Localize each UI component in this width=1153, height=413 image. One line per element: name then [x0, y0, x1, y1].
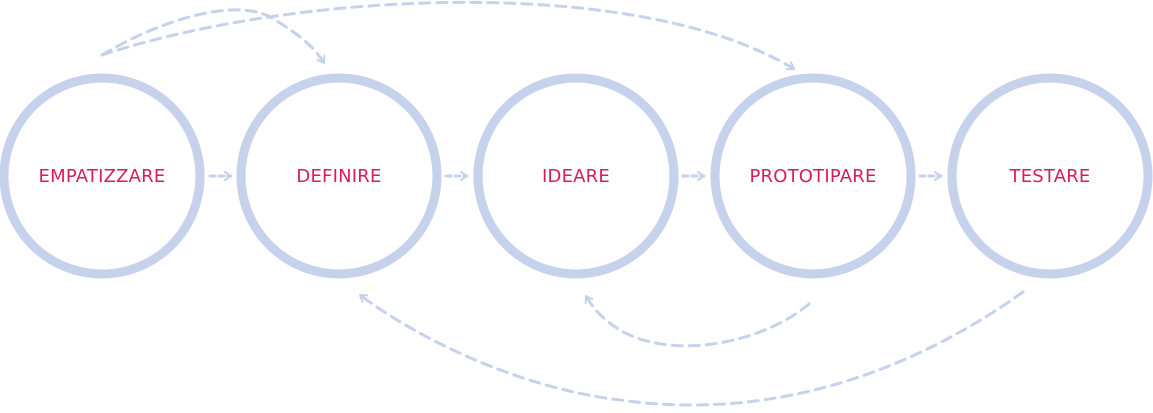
stage-circle-prototipare	[710, 73, 916, 279]
stage-label-testare: TESTARE	[1009, 166, 1091, 187]
loop-arrow-empatizzare-to-prototipare	[100, 0, 796, 71]
loop-arrow-prototipare-to-ideare	[584, 294, 811, 348]
stage-label-definire: DEFINIRE	[296, 166, 381, 187]
loop-arrow-testare-to-definire	[358, 290, 1025, 407]
stage-circle-ideare	[473, 73, 679, 279]
stage-circle-empatizzare	[0, 73, 205, 279]
loop-arrow-empatizzare-to-definire	[100, 8, 326, 65]
stage-circle-testare	[947, 73, 1153, 279]
stage-circle-definire	[236, 73, 442, 279]
stage-label-empatizzare: EMPATIZZARE	[39, 166, 166, 187]
stage-label-ideare: IDEARE	[542, 166, 610, 187]
stage-label-prototipare: PROTOTIPARE	[749, 166, 876, 187]
